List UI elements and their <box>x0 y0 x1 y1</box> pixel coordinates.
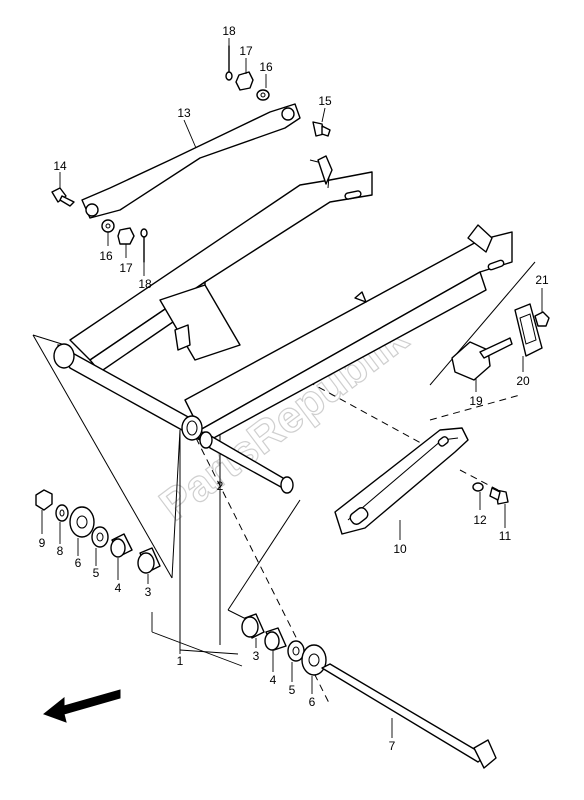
washer-8 <box>55 504 69 522</box>
pin-18-top <box>225 45 233 81</box>
nut-21 <box>534 311 550 327</box>
callout-7: 7 <box>389 739 396 753</box>
adjuster-19 <box>451 337 513 381</box>
callout-5-right: 5 <box>289 683 296 697</box>
callout-21: 21 <box>535 273 549 287</box>
callout-17-top: 17 <box>239 44 253 58</box>
callout-13: 13 <box>177 106 191 120</box>
nut-9 <box>35 489 53 511</box>
collar-4-right <box>264 627 287 651</box>
callout-20: 20 <box>516 374 530 388</box>
washer-16-bottom <box>101 219 115 233</box>
callout-4-right: 4 <box>270 673 277 687</box>
nut-17-top <box>235 71 254 91</box>
callout-12: 12 <box>473 513 487 527</box>
callout-16-top: 16 <box>259 60 273 74</box>
collar-4-left <box>110 533 133 558</box>
guide-lines <box>32 261 536 667</box>
callout-15: 15 <box>318 94 332 108</box>
callout-8: 8 <box>57 544 64 558</box>
washer-5-left <box>91 526 109 548</box>
washer-12 <box>472 482 484 492</box>
bearing-3-right <box>241 613 265 639</box>
callout-5-left: 5 <box>93 566 100 580</box>
callout-14: 14 <box>53 159 67 173</box>
plate-6-right <box>301 644 327 676</box>
adjuster-plate-20 <box>514 303 543 357</box>
bolt-14 <box>51 187 75 207</box>
callout-6-right: 6 <box>309 695 316 709</box>
bolt-15 <box>312 121 331 137</box>
bearing-3-left <box>137 547 161 574</box>
washer-16-top <box>256 89 270 101</box>
leader-lines <box>41 38 543 738</box>
callout-3-right: 3 <box>253 649 260 663</box>
pin-18-bottom <box>140 228 148 263</box>
swingarm <box>53 155 513 441</box>
callout-19: 19 <box>469 394 483 408</box>
callout-18-top: 18 <box>222 24 236 38</box>
callout-4-left: 4 <box>115 581 122 595</box>
callout-3-left: 3 <box>145 585 152 599</box>
callout-11: 11 <box>499 529 512 543</box>
callout-6-left: 6 <box>75 556 82 570</box>
front-arrow-icon <box>42 689 121 723</box>
plate-6-left <box>69 506 95 538</box>
nut-17-bottom <box>117 227 135 245</box>
callout-17-bottom: 17 <box>119 261 133 275</box>
callout-16-bottom: 16 <box>99 249 113 263</box>
chain-guide <box>334 427 469 535</box>
callout-2: 2 <box>217 479 224 493</box>
torque-rod <box>81 103 301 219</box>
bolt-11 <box>489 487 509 505</box>
pivot-shaft <box>321 663 497 769</box>
callout-10: 10 <box>393 542 407 556</box>
pivot-pipe <box>199 431 294 494</box>
callout-1: 1 <box>177 654 184 668</box>
callout-9: 9 <box>39 536 46 550</box>
callouts: 18 17 16 15 13 14 16 17 18 21 20 19 2 12… <box>39 24 549 753</box>
callout-18-bottom: 18 <box>138 277 152 291</box>
